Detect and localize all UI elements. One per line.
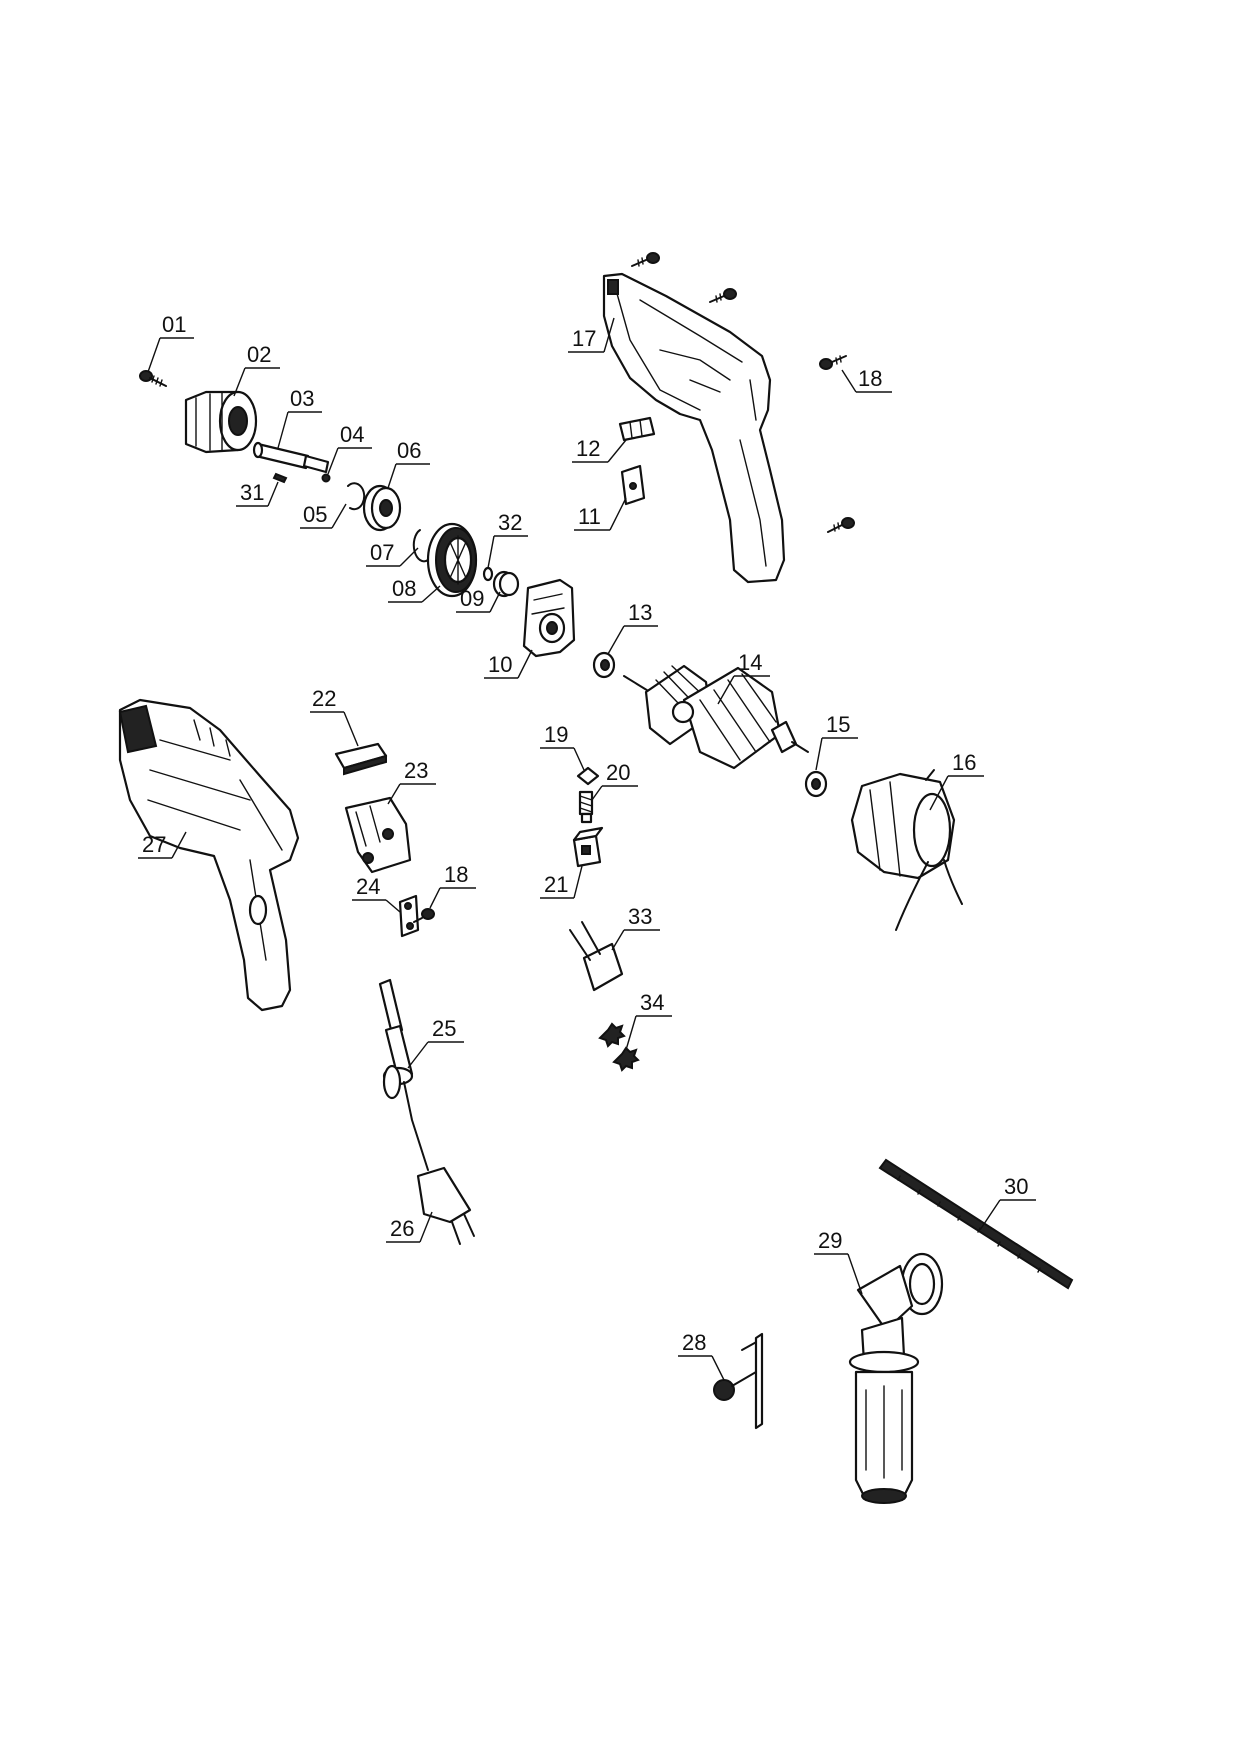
part-28-chuck-key [713, 1332, 764, 1430]
part-03-spindle [252, 441, 330, 474]
part-10-bearing-plate [522, 578, 576, 658]
label-10: 10 [488, 652, 512, 677]
screw-housing-c [827, 517, 855, 533]
label-09: 09 [460, 586, 484, 611]
label-13: 13 [628, 600, 652, 625]
label-07: 07 [370, 540, 394, 565]
part-08-gear [426, 522, 478, 598]
part-02-drill-chuck [184, 390, 258, 454]
label-03: 03 [290, 386, 314, 411]
label-24: 24 [356, 874, 380, 899]
part-34-star-nuts [598, 1022, 640, 1072]
part-24-cable-clamp [398, 894, 420, 938]
label-18-middle: 18 [444, 862, 468, 887]
part-14-armature [623, 664, 809, 770]
part-19-brush-cap [576, 766, 600, 786]
label-01: 01 [162, 312, 186, 337]
label-11: 11 [578, 504, 601, 529]
label-21: 21 [544, 872, 568, 897]
part-16-stator [850, 769, 963, 931]
part-09-bush [492, 570, 520, 598]
label-05: 05 [303, 502, 327, 527]
label-23: 23 [404, 758, 428, 783]
screw-housing-a [631, 252, 660, 267]
label-06: 06 [397, 438, 421, 463]
part-20-carbon-brush [578, 790, 594, 824]
label-22: 22 [312, 686, 336, 711]
label-31: 31 [240, 480, 264, 505]
label-12: 12 [576, 436, 600, 461]
part-06-bearing [362, 484, 402, 532]
part-05-retaining-ring [347, 482, 366, 511]
label-04: 04 [340, 422, 364, 447]
part-07-circlip [412, 529, 429, 563]
part-26-plug [416, 1166, 475, 1245]
label-20: 20 [606, 760, 630, 785]
part-13-bearing [592, 651, 616, 679]
part-30-depth-stop [878, 1158, 1074, 1290]
label-32: 32 [498, 510, 522, 535]
part-21-brush-holder [572, 826, 604, 868]
label-18-upper: 18 [858, 366, 882, 391]
part-22-lock-button [334, 742, 388, 776]
label-25: 25 [432, 1016, 456, 1041]
label-28: 28 [682, 1330, 706, 1355]
label-26: 26 [390, 1216, 414, 1241]
label-34: 34 [640, 990, 664, 1015]
part-12-slide [618, 416, 656, 442]
label-02: 02 [247, 342, 271, 367]
label-29: 29 [818, 1228, 842, 1253]
label-08: 08 [392, 576, 416, 601]
part-25-power-cord [378, 978, 429, 1171]
label-15: 15 [826, 712, 850, 737]
part-23-switch [344, 796, 412, 874]
label-14: 14 [738, 650, 762, 675]
part-17-housing-half [602, 272, 786, 584]
part-27-drill-housing [118, 698, 300, 1012]
part-29-auxiliary-handle [848, 1252, 944, 1504]
part-32-ring [482, 566, 494, 582]
part-11-plate [620, 464, 646, 506]
label-30: 30 [1004, 1174, 1028, 1199]
part-33-capacitor [569, 921, 624, 992]
screw-housing-b [709, 288, 737, 303]
part-18-screw-middle [413, 908, 435, 923]
label-27: 27 [142, 832, 166, 857]
label-16: 16 [952, 750, 976, 775]
part-15-bearing [804, 770, 828, 798]
part-01-screw [139, 370, 167, 387]
part-04-ball [321, 473, 331, 483]
label-33: 33 [628, 904, 652, 929]
part-18-screw-upper [819, 355, 847, 370]
label-19: 19 [544, 722, 568, 747]
part-31-key [272, 472, 288, 484]
label-17: 17 [572, 326, 596, 351]
